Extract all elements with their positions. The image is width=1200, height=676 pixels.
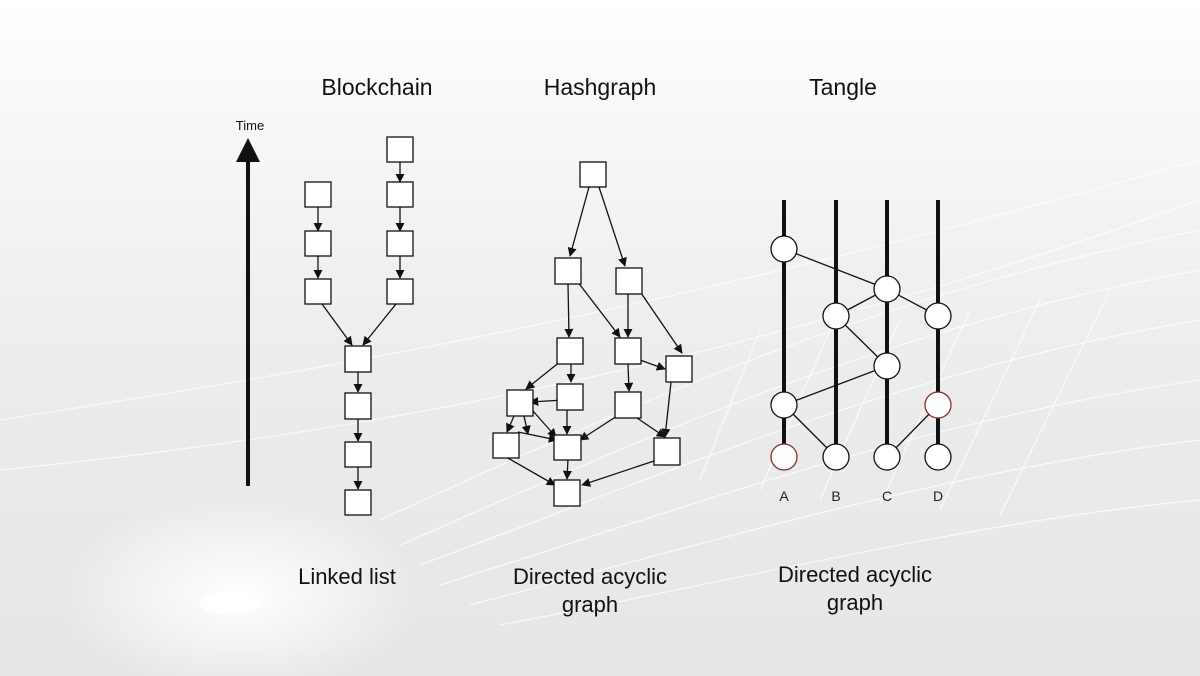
heading-blockchain: Blockchain (321, 74, 433, 100)
block-node (304, 278, 332, 305)
tangle-node (822, 302, 850, 330)
block-node (344, 489, 372, 516)
tangle-edges (783, 248, 939, 458)
blockchain-graph (304, 136, 414, 516)
tangle-node (873, 275, 901, 303)
heading-tangle: Tangle (809, 74, 877, 100)
block-node (344, 441, 372, 468)
hashgraph-node (579, 161, 607, 188)
lane-label-d: D (933, 488, 943, 504)
tangle-node-highlighted (770, 443, 798, 471)
tangle-node (770, 391, 798, 419)
lane-label-b: B (831, 488, 840, 504)
block-node (344, 345, 372, 373)
lane-label-a: A (779, 488, 789, 504)
hashgraph-graph (492, 161, 693, 507)
tangle-nodes (770, 235, 952, 471)
time-axis-label: Time (236, 118, 264, 133)
block-node (386, 278, 414, 305)
hashgraph-edges (505, 186, 683, 487)
hashgraph-node (556, 383, 584, 411)
time-axis: Time (236, 118, 264, 486)
hashgraph-node (554, 257, 582, 285)
tangle-node (873, 443, 901, 471)
lane-label-c: C (882, 488, 892, 504)
block-node (344, 392, 372, 420)
caption-tangle-line1: Directed acyclic (777, 562, 933, 587)
block-node (304, 181, 332, 208)
tangle-lanes (782, 200, 940, 457)
tangle-node (822, 443, 850, 471)
tangle-node (924, 443, 952, 471)
tangle-node-highlighted (924, 391, 952, 419)
hashgraph-node (653, 437, 681, 466)
caption-hashgraph-line2: graph (561, 592, 619, 617)
tangle-node (873, 352, 901, 380)
hashgraph-node (614, 337, 642, 365)
blockchain-edges (313, 162, 405, 490)
caption-tangle: Directed acyclic graph (735, 561, 975, 617)
hashgraph-node (556, 337, 584, 365)
hashgraph-node (615, 267, 643, 295)
time-arrow-icon (236, 138, 260, 162)
tangle-lane-labels: A B C D (779, 488, 943, 504)
caption-hashgraph: Directed acyclic graph (470, 563, 710, 619)
heading-hashgraph: Hashgraph (543, 74, 657, 100)
tangle-graph: A B C D (770, 200, 952, 504)
block-node (304, 230, 332, 257)
caption-hashgraph-line1: Directed acyclic (512, 564, 668, 589)
caption-blockchain: Linked list (298, 564, 396, 589)
hashgraph-node (614, 391, 642, 419)
hashgraph-node (553, 434, 582, 461)
hashgraph-node (553, 479, 581, 507)
hashgraph-node (492, 432, 520, 459)
tangle-node (770, 235, 798, 263)
block-node (386, 136, 414, 163)
block-node (386, 230, 414, 257)
hashgraph-node (506, 389, 534, 417)
caption-tangle-line2: graph (826, 590, 884, 615)
hashgraph-node (665, 355, 693, 383)
tangle-node (924, 302, 952, 330)
block-node (386, 181, 414, 208)
